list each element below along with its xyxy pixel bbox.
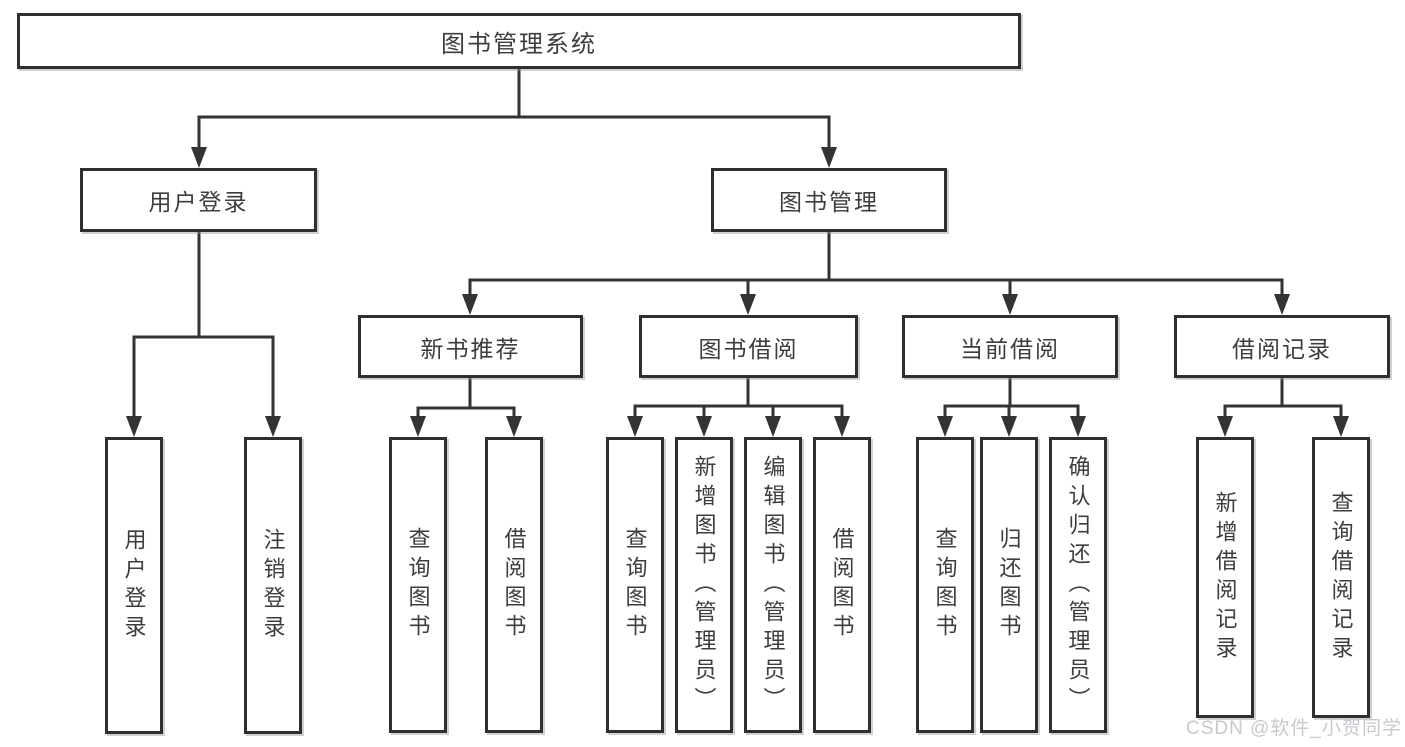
csdn-watermark: CSDN @软件_小贺同学 — [1186, 718, 1402, 739]
arrowhead — [821, 147, 837, 168]
connector-book-management-to-level3 — [462, 230, 1290, 315]
leaf-user-login: 用户登录 — [105, 437, 163, 734]
leaf-edit-books-admin: 编辑图书（管理员） — [744, 437, 802, 733]
arrowhead — [265, 416, 281, 437]
leaf-logout: 注销登录 — [244, 437, 302, 734]
node-current-borrowing: 当前借阅 — [902, 315, 1118, 378]
arrowhead — [627, 416, 643, 437]
node-borrowing-records: 借阅记录 — [1174, 315, 1390, 378]
arrowhead — [1274, 294, 1290, 315]
arrowhead — [1070, 416, 1086, 437]
leaf-query-books-3: 查询图书 — [916, 437, 974, 733]
node-book-borrowing: 图书借阅 — [639, 315, 858, 378]
connector-new-book-recommend-to-leaves — [410, 376, 522, 437]
arrowhead — [126, 416, 142, 437]
arrowhead — [506, 416, 522, 437]
leaf-return-books: 归还图书 — [980, 437, 1038, 733]
connector-borrowing-records-to-leaves — [1217, 376, 1349, 437]
leaf-query-borrow-record: 查询借阅记录 — [1312, 437, 1370, 718]
leaf-confirm-return-admin: 确认归还（管理员） — [1049, 437, 1107, 733]
leaf-borrow-books-2: 借阅图书 — [813, 437, 871, 733]
arrowhead — [937, 416, 953, 437]
arrowhead — [462, 294, 478, 315]
arrowhead — [765, 416, 781, 437]
leaf-add-books-admin: 新增图书（管理员） — [675, 437, 733, 733]
node-new-book-recommend: 新书推荐 — [358, 315, 583, 378]
arrowhead — [740, 294, 756, 315]
leaf-borrow-books-1: 借阅图书 — [485, 437, 543, 733]
leaf-query-books-1: 查询图书 — [389, 437, 447, 733]
arrowhead — [1001, 416, 1017, 437]
leaf-add-borrow-record: 新增借阅记录 — [1196, 437, 1254, 718]
node-book-management: 图书管理 — [711, 168, 947, 232]
arrowhead — [1217, 416, 1233, 437]
connector-current-borrowing-to-leaves — [937, 376, 1086, 437]
arrowhead — [410, 416, 426, 437]
connector-root-to-level2 — [191, 67, 837, 168]
node-library-management-system: 图书管理系统 — [17, 13, 1021, 69]
arrowhead — [834, 416, 850, 437]
arrowhead — [696, 416, 712, 437]
node-user-login: 用户登录 — [80, 168, 317, 232]
leaf-query-books-2: 查询图书 — [606, 437, 664, 733]
arrowhead — [1333, 416, 1349, 437]
connector-book-borrowing-to-leaves — [627, 376, 850, 437]
arrowhead — [191, 147, 207, 168]
connector-user-login-to-leaves — [126, 230, 281, 437]
arrowhead — [1002, 294, 1018, 315]
